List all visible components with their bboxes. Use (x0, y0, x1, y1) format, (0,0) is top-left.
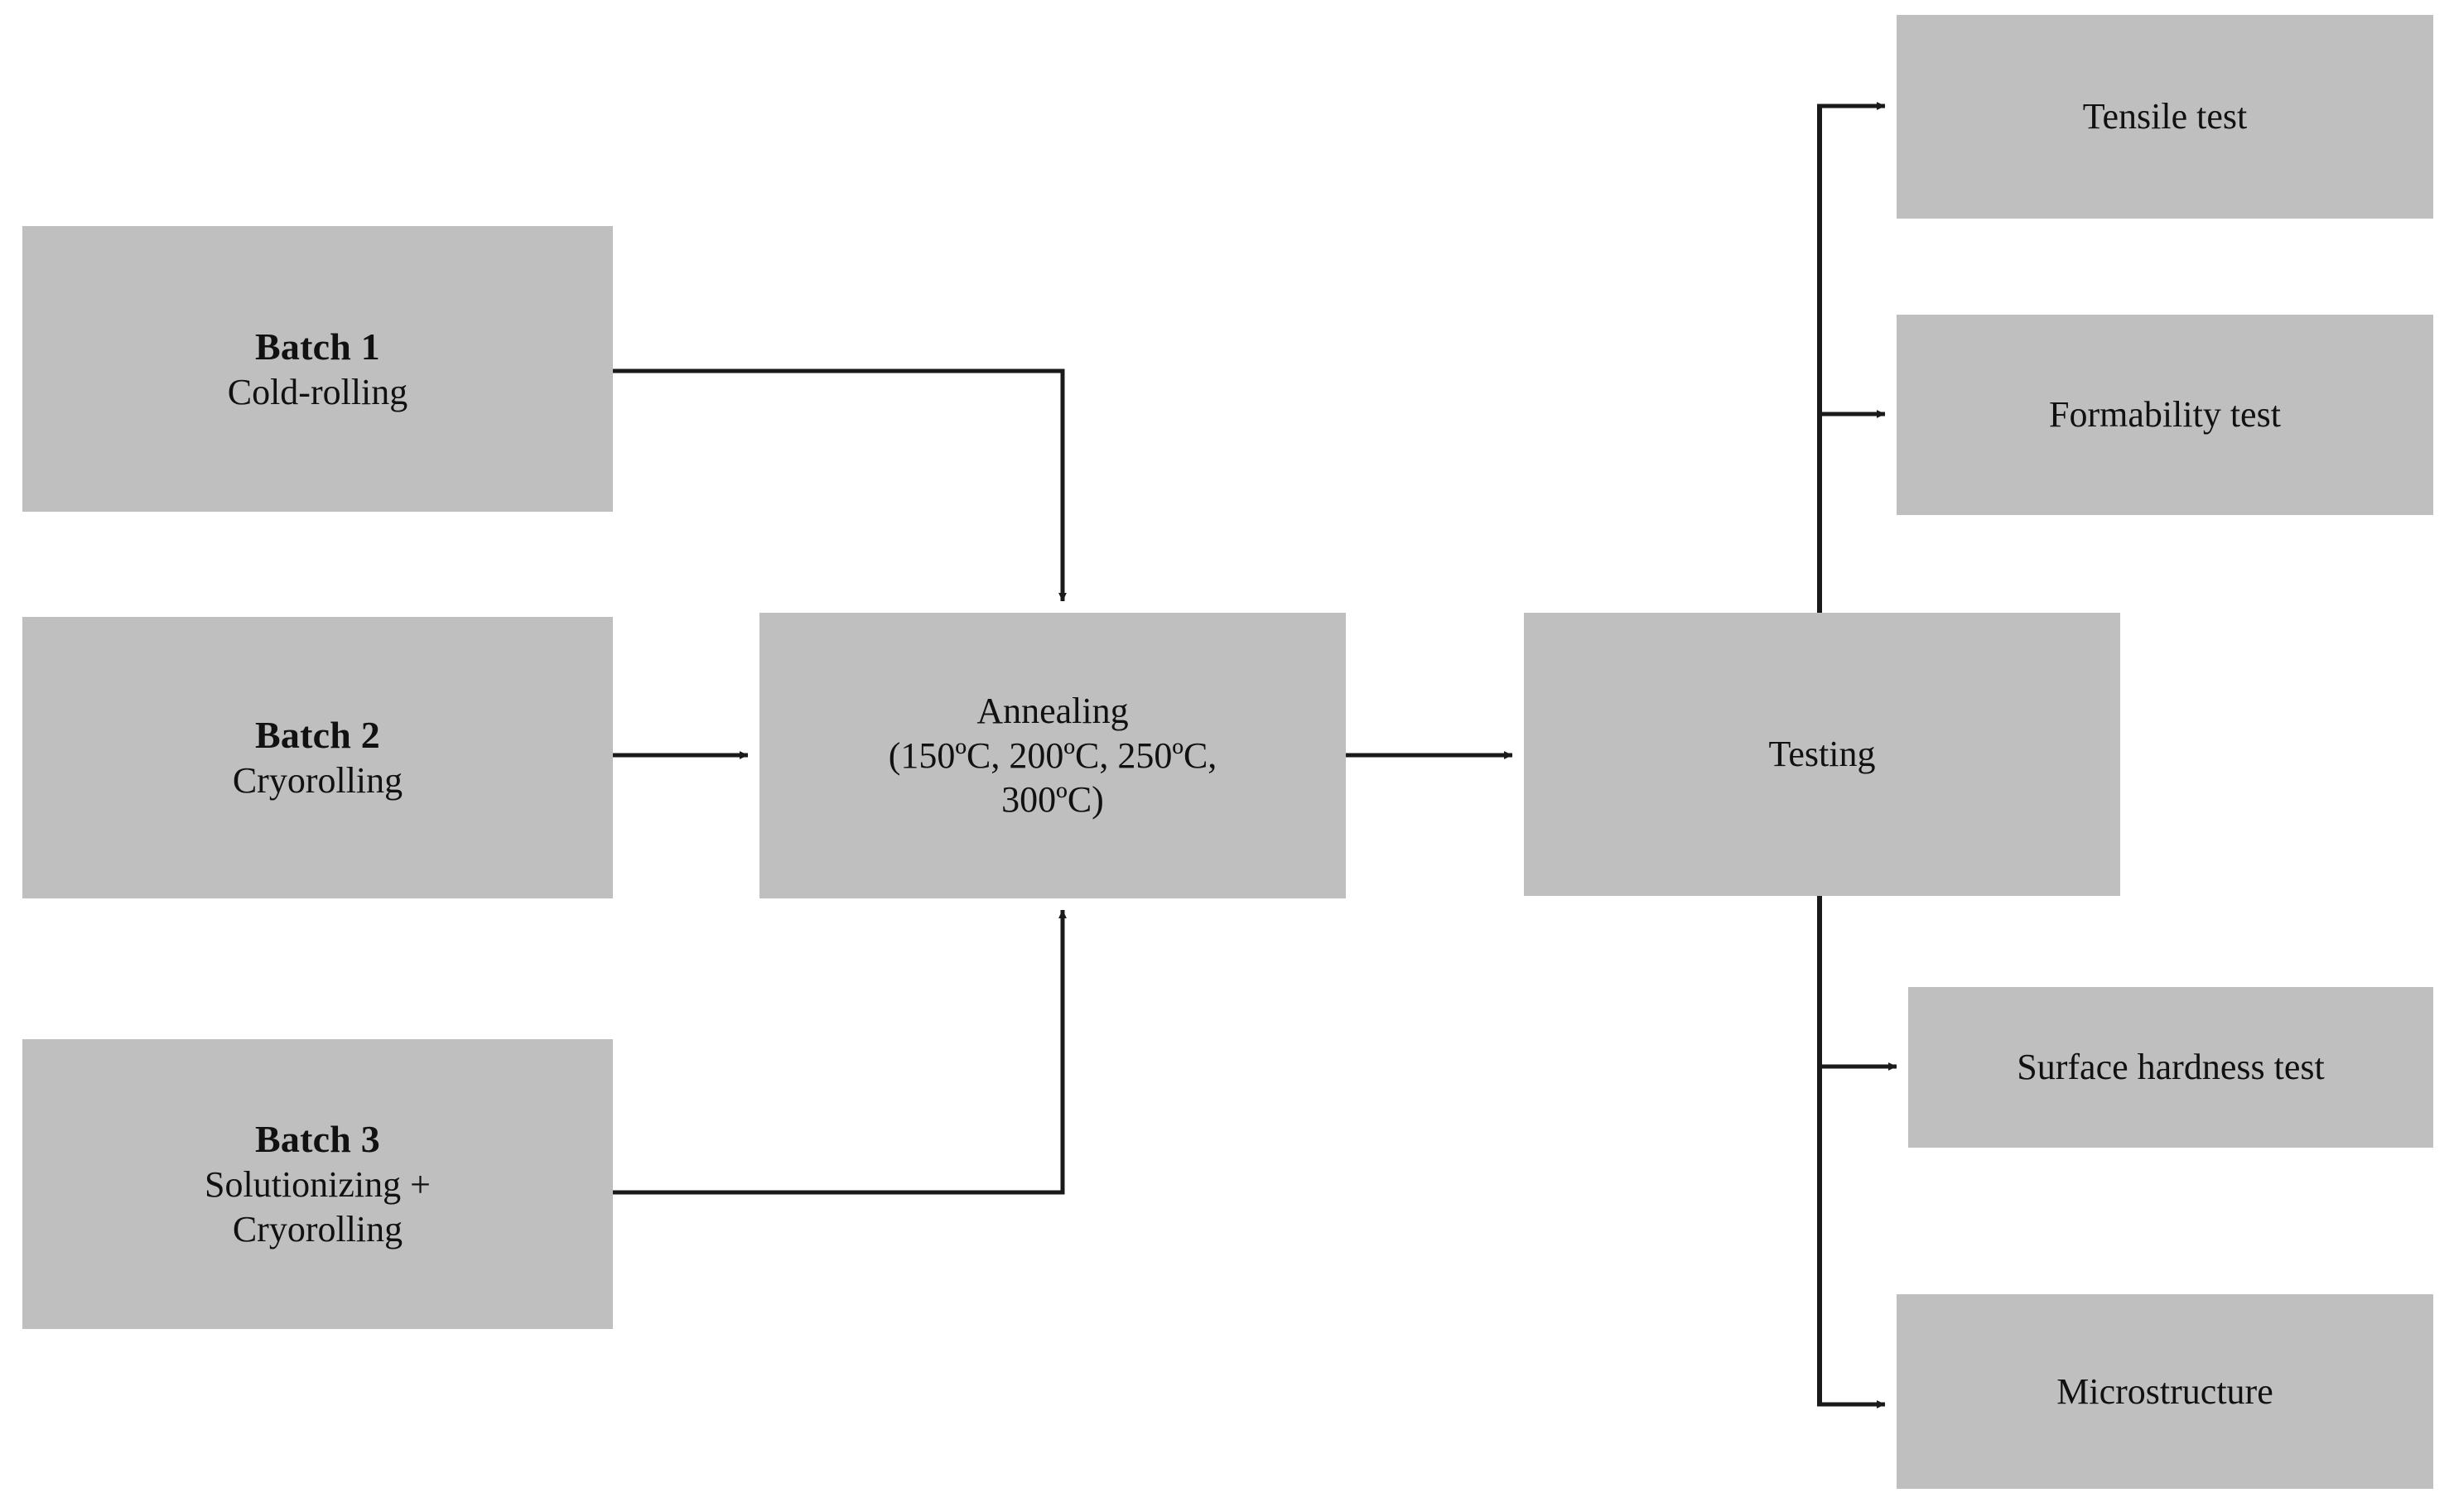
batch-1-subtitle: Cold-rolling (227, 371, 408, 412)
batch-2-title: Batch 2 (255, 714, 380, 757)
node-batch-1[interactable]: Batch 1 Cold-rolling (22, 226, 613, 512)
edge-batch1-to-annealing (613, 368, 1067, 602)
annealing-line-2: (150ºC, 200ºC, 250ºC, (888, 734, 1217, 776)
formability-test-label: Formability test (2049, 394, 2281, 436)
node-tensile-test[interactable]: Tensile test (1897, 15, 2433, 219)
node-surface-hardness-test[interactable]: Surface hardness test (1908, 987, 2433, 1148)
tensile-test-label: Tensile test (2082, 96, 2248, 137)
node-batch-3[interactable]: Batch 3 Solutionizing + Cryorolling (22, 1039, 613, 1329)
node-batch-2[interactable]: Batch 2 Cryorolling (22, 617, 613, 898)
node-testing[interactable]: Testing (1524, 613, 2120, 896)
batch-3-subtitle: Solutionizing + (205, 1164, 431, 1206)
microstructure-label: Microstructure (2056, 1370, 2273, 1412)
batch-2-subtitle: Cryorolling (232, 760, 403, 802)
edge-batch3-to-annealing (613, 909, 1067, 1195)
testing-label: Testing (1768, 734, 1876, 775)
batch-1-title: Batch 1 (255, 325, 380, 368)
annealing-line-1: Annealing (976, 690, 1129, 731)
surface-hardness-test-label: Surface hardness test (2017, 1047, 2325, 1088)
annealing-line-3: 300ºC) (1001, 779, 1104, 821)
node-formability-test[interactable]: Formability test (1897, 315, 2433, 515)
batch-3-title: Batch 3 (255, 1118, 380, 1161)
node-microstructure[interactable]: Microstructure (1897, 1294, 2433, 1489)
batch-3-subtitle-2: Cryorolling (232, 1209, 403, 1250)
node-annealing[interactable]: Annealing (150ºC, 200ºC, 250ºC, 300ºC) (759, 613, 1346, 898)
